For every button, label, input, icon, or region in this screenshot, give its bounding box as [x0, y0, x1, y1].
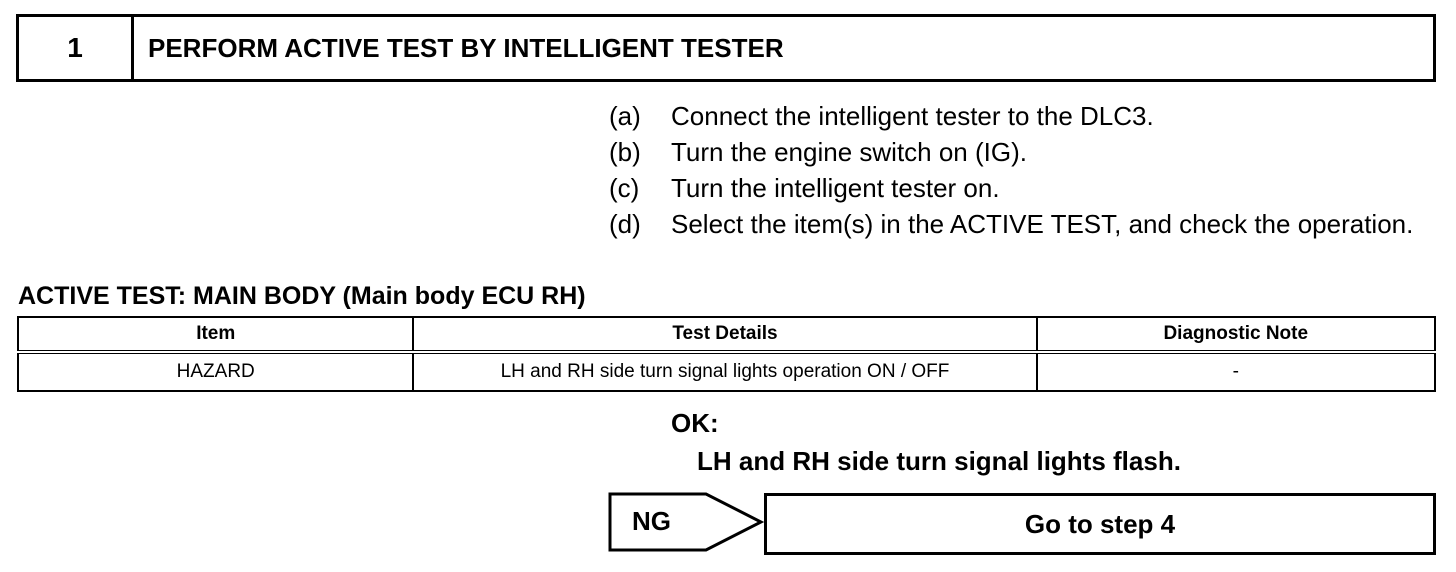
step-number: 1: [19, 17, 134, 79]
column-header-test-details: Test Details: [412, 316, 1038, 354]
column-header-diagnostic-note: Diagnostic Note: [1035, 316, 1437, 354]
step-label: (a): [609, 101, 641, 131]
column-header-item: Item: [16, 316, 415, 354]
step-label: (d): [609, 209, 641, 239]
go-to-step-box: Go to step 4: [764, 493, 1436, 555]
step-text: Turn the intelligent tester on.: [671, 173, 1000, 203]
table-cell: HAZARD: [16, 351, 415, 392]
procedure-step: (a) Connect the intelligent tester to th…: [609, 98, 1429, 134]
table-row: HAZARD LH and RH side turn signal lights…: [16, 351, 1437, 392]
procedure-step: (d) Select the item(s) in the ACTIVE TES…: [609, 206, 1429, 242]
table-cell: LH and RH side turn signal lights operat…: [412, 351, 1038, 392]
step-label: (c): [609, 173, 640, 203]
procedure-steps: (a) Connect the intelligent tester to th…: [609, 98, 1429, 242]
active-test-table: Item Test Details Diagnostic Note HAZARD…: [16, 316, 1437, 392]
step-title: PERFORM ACTIVE TEST BY INTELLIGENT TESTE…: [148, 32, 784, 63]
active-test-title: ACTIVE TEST: MAIN BODY (Main body ECU RH…: [18, 282, 586, 310]
ok-label: OK:: [671, 408, 719, 438]
step-header: 1 PERFORM ACTIVE TEST BY INTELLIGENT TES…: [16, 14, 1436, 82]
table-header-row: Item Test Details Diagnostic Note: [16, 316, 1437, 354]
step-label: (b): [609, 137, 641, 167]
ok-result-text: LH and RH side turn signal lights flash.: [697, 446, 1181, 476]
step-text: Turn the engine switch on (IG).: [671, 137, 1027, 167]
ng-label: NG: [632, 506, 671, 536]
procedure-step: (c) Turn the intelligent tester on.: [609, 170, 1429, 206]
procedure-step: (b) Turn the engine switch on (IG).: [609, 134, 1429, 170]
step-text: Select the item(s) in the ACTIVE TEST, a…: [671, 209, 1414, 239]
ng-arrow-icon: [608, 492, 764, 552]
table-cell: -: [1035, 351, 1437, 392]
step-text: Connect the intelligent tester to the DL…: [671, 101, 1154, 131]
go-to-step-text: Go to step 4: [1024, 508, 1176, 539]
